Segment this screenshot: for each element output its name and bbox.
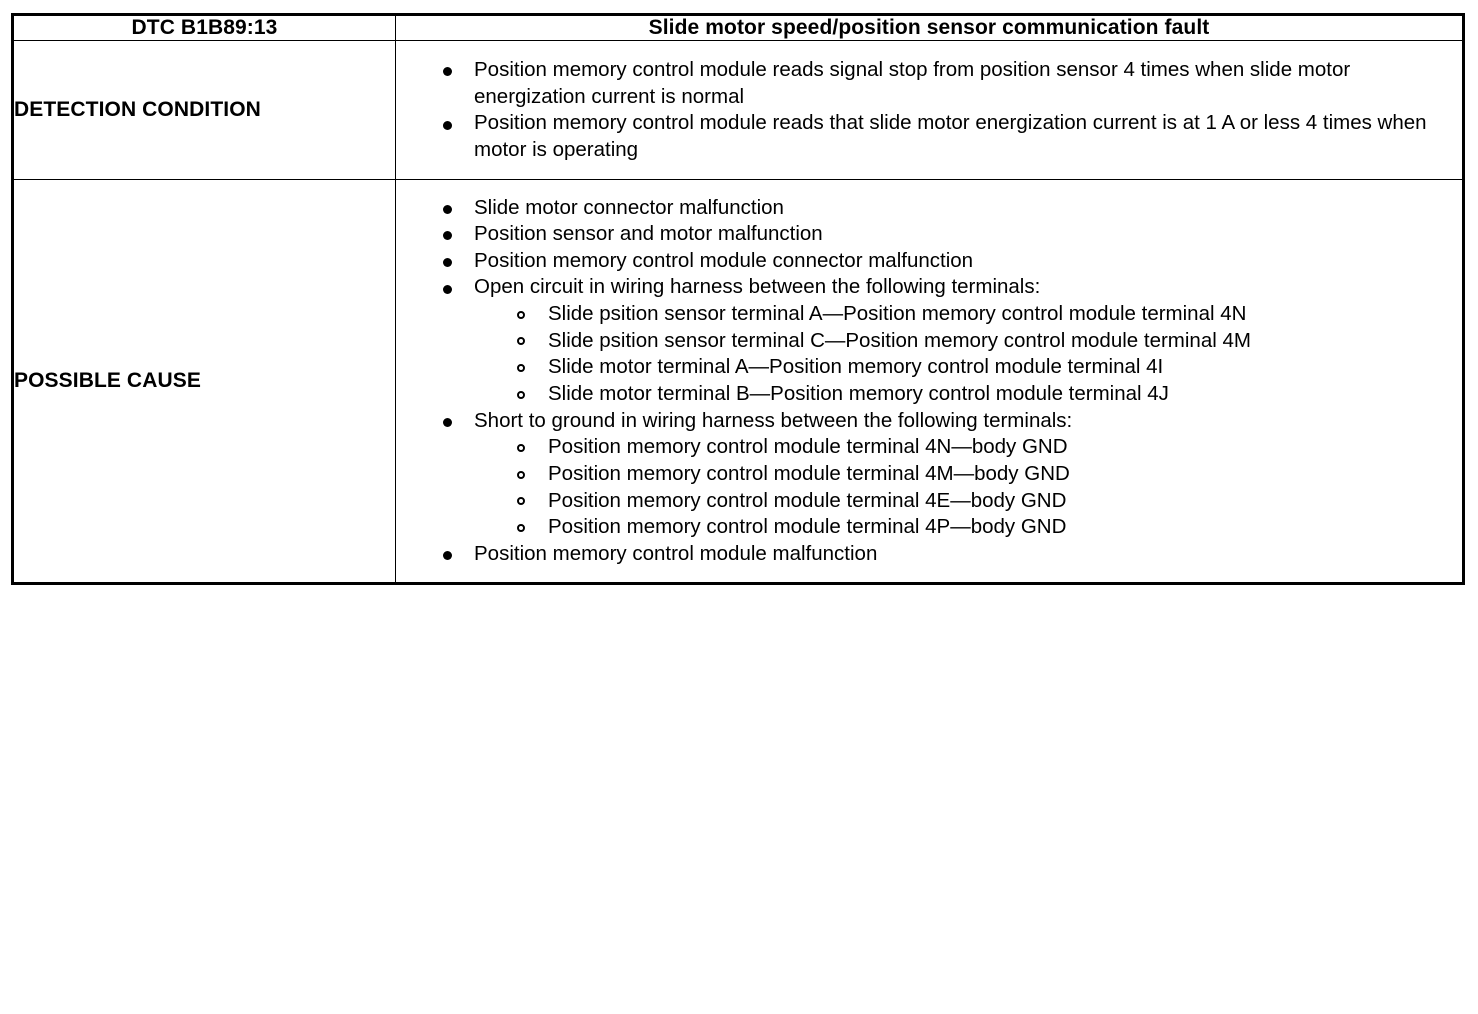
hollow-bullet-icon xyxy=(517,523,525,532)
filled-bullet-icon xyxy=(443,120,452,130)
fault-title-text: Slide motor speed/position sensor commun… xyxy=(648,16,1210,39)
list-item: Slide motor terminal A—Position memory c… xyxy=(474,354,1428,381)
list-item-text: Position memory control module terminal … xyxy=(548,461,1070,485)
possible-cause-body-cell: Slide motor connector malfunction Positi… xyxy=(395,178,1464,584)
dtc-code-text: DTC B1B89:13 xyxy=(131,16,278,39)
filled-bullet-icon xyxy=(443,417,452,427)
list-item-text: Slide motor connector malfunction xyxy=(474,195,784,219)
detection-condition-list: Position memory control module reads sig… xyxy=(396,57,1462,164)
possible-cause-row: POSSIBLE CAUSE Slide motor connector mal… xyxy=(12,178,1464,584)
list-item: Short to ground in wiring harness betwee… xyxy=(396,408,1462,541)
list-item-text: Open circuit in wiring harness between t… xyxy=(474,275,1041,299)
filled-bullet-icon xyxy=(443,258,452,268)
list-item-text: Short to ground in wiring harness betwee… xyxy=(474,408,1073,432)
list-item-text: Position memory control module terminal … xyxy=(548,515,1067,539)
list-item: Open circuit in wiring harness between t… xyxy=(396,274,1462,407)
list-item-text: Position sensor and motor malfunction xyxy=(474,222,823,246)
hollow-bullet-icon xyxy=(517,364,525,373)
list-item: Position sensor and motor malfunction xyxy=(396,221,1462,248)
hollow-bullet-icon xyxy=(517,337,525,346)
hollow-bullet-icon xyxy=(517,443,525,452)
list-item: Position memory control module terminal … xyxy=(474,488,1428,515)
list-item-text: Position memory control module terminal … xyxy=(548,435,1068,459)
filled-bullet-icon xyxy=(443,204,452,214)
dtc-code-cell: DTC B1B89:13 xyxy=(12,14,396,41)
list-item-text: Slide psition sensor terminal C—Position… xyxy=(548,328,1251,352)
list-item: Slide motor terminal B—Position memory c… xyxy=(474,381,1428,408)
detection-condition-label-cell: DETECTION CONDITION xyxy=(12,40,396,180)
detection-condition-body-cell: Position memory control module reads sig… xyxy=(395,40,1464,180)
list-item: Position memory control module terminal … xyxy=(474,434,1428,461)
filled-bullet-icon xyxy=(443,231,452,241)
fault-title-cell: Slide motor speed/position sensor commun… xyxy=(395,14,1464,41)
dtc-table: DTC B1B89:13 Slide motor speed/position … xyxy=(11,13,1465,585)
detection-condition-row: DETECTION CONDITION Position memory cont… xyxy=(12,40,1464,180)
filled-bullet-icon xyxy=(443,284,452,294)
list-item: Position memory control module reads sig… xyxy=(396,57,1462,110)
hollow-bullet-icon xyxy=(517,390,525,399)
list-item-text: Slide motor terminal B—Position memory c… xyxy=(548,382,1169,406)
list-item-text: Position memory control module terminal … xyxy=(548,488,1067,512)
list-item-text: Slide motor terminal A—Position memory c… xyxy=(548,355,1164,379)
short-to-ground-terminal-list: Position memory control module terminal … xyxy=(474,434,1428,541)
detection-condition-label: DETECTION CONDITION xyxy=(14,97,261,121)
list-item: Position memory control module connector… xyxy=(396,248,1462,275)
list-item: Position memory control module reads tha… xyxy=(396,110,1462,163)
list-item: Slide psition sensor terminal A—Position… xyxy=(474,301,1428,328)
open-circuit-terminal-list: Slide psition sensor terminal A—Position… xyxy=(474,301,1428,408)
list-item-text: Position memory control module connector… xyxy=(474,248,974,272)
filled-bullet-icon xyxy=(443,67,452,77)
possible-cause-label-cell: POSSIBLE CAUSE xyxy=(12,178,396,584)
filled-bullet-icon xyxy=(443,551,452,561)
hollow-bullet-icon xyxy=(517,497,525,506)
possible-cause-list: Slide motor connector malfunction Positi… xyxy=(396,195,1462,568)
list-item-text: Position memory control module reads sig… xyxy=(474,58,1351,108)
hollow-bullet-icon xyxy=(517,470,525,479)
list-item-text: Position memory control module malfuncti… xyxy=(474,541,878,565)
list-item: Slide psition sensor terminal C—Position… xyxy=(474,328,1428,355)
list-item: Slide motor connector malfunction xyxy=(396,195,1462,222)
list-item-text: Slide psition sensor terminal A—Position… xyxy=(548,302,1247,326)
hollow-bullet-icon xyxy=(517,310,525,319)
list-item: Position memory control module terminal … xyxy=(474,461,1428,488)
list-item: Position memory control module malfuncti… xyxy=(396,541,1462,568)
possible-cause-label: POSSIBLE CAUSE xyxy=(14,368,201,392)
table-header-row: DTC B1B89:13 Slide motor speed/position … xyxy=(12,14,1464,41)
list-item-text: Position memory control module reads tha… xyxy=(474,111,1427,161)
list-item: Position memory control module terminal … xyxy=(474,514,1428,541)
